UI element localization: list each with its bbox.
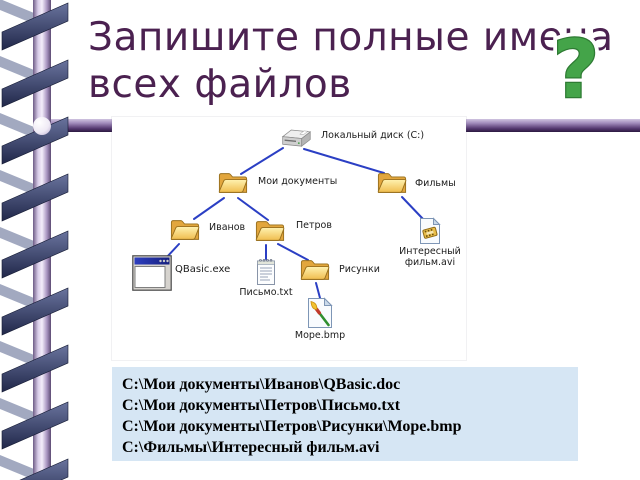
answer-line: C:\Мои документы\Петров\Рисунки\Море.bmp	[122, 418, 462, 435]
svg-text:?: ?	[553, 27, 599, 115]
folder-icon-my-documents	[218, 170, 248, 196]
image-file-icon	[307, 297, 333, 329]
program-window-icon	[132, 255, 172, 291]
qbasic-label: QBasic.exe	[175, 264, 231, 275]
ribbon-front-bands	[1, 2, 69, 480]
folder-icon-films	[377, 170, 407, 196]
films-label: Фильмы	[415, 178, 456, 189]
file-tree-diagram: Локальный диск (C:) Мои документы Фильмы…	[112, 117, 466, 360]
question-mark-icon: ? ?	[548, 27, 604, 115]
pictures-label: Рисунки	[339, 264, 380, 275]
petrov-label: Петров	[296, 220, 332, 231]
video-file-icon	[419, 217, 441, 245]
sphere-ornament	[33, 117, 51, 135]
text-file-icon	[256, 258, 276, 286]
tree-connector-lines	[165, 147, 424, 299]
answer-line: C:\Фильмы\Интересный фильм.avi	[122, 439, 380, 456]
answer-line: C:\Мои документы\Иванов\QBasic.doc	[122, 376, 401, 393]
disk-label: Локальный диск (C:)	[321, 130, 425, 141]
answer-line: C:\Мои документы\Петров\Письмо.txt	[122, 397, 401, 414]
ribbon-pole-decoration	[0, 0, 69, 480]
folder-icon-petrov	[255, 218, 285, 244]
letter-label: Письмо.txt	[239, 287, 293, 298]
my-documents-label: Мои документы	[258, 176, 338, 187]
svg-text:?: ?	[553, 27, 599, 115]
folder-icon-pictures	[300, 257, 330, 283]
page-title: Запишите полные имена всех файлов	[88, 14, 614, 108]
title-line-1: Запишите полные имена	[88, 15, 614, 60]
title-line-2: всех файлов	[88, 62, 352, 107]
ribbon-back-bands	[0, 0, 34, 480]
folder-icon-ivanov	[170, 217, 200, 243]
hard-drive-icon	[277, 128, 315, 151]
sea-bmp-label: Море.bmp	[294, 330, 346, 341]
movie-avi-label: Интересный фильм.avi	[399, 246, 461, 268]
ivanov-label: Иванов	[209, 222, 246, 233]
answer-box: C:\Мои документы\Иванов\QBasic.doc C:\Мо…	[112, 367, 578, 461]
